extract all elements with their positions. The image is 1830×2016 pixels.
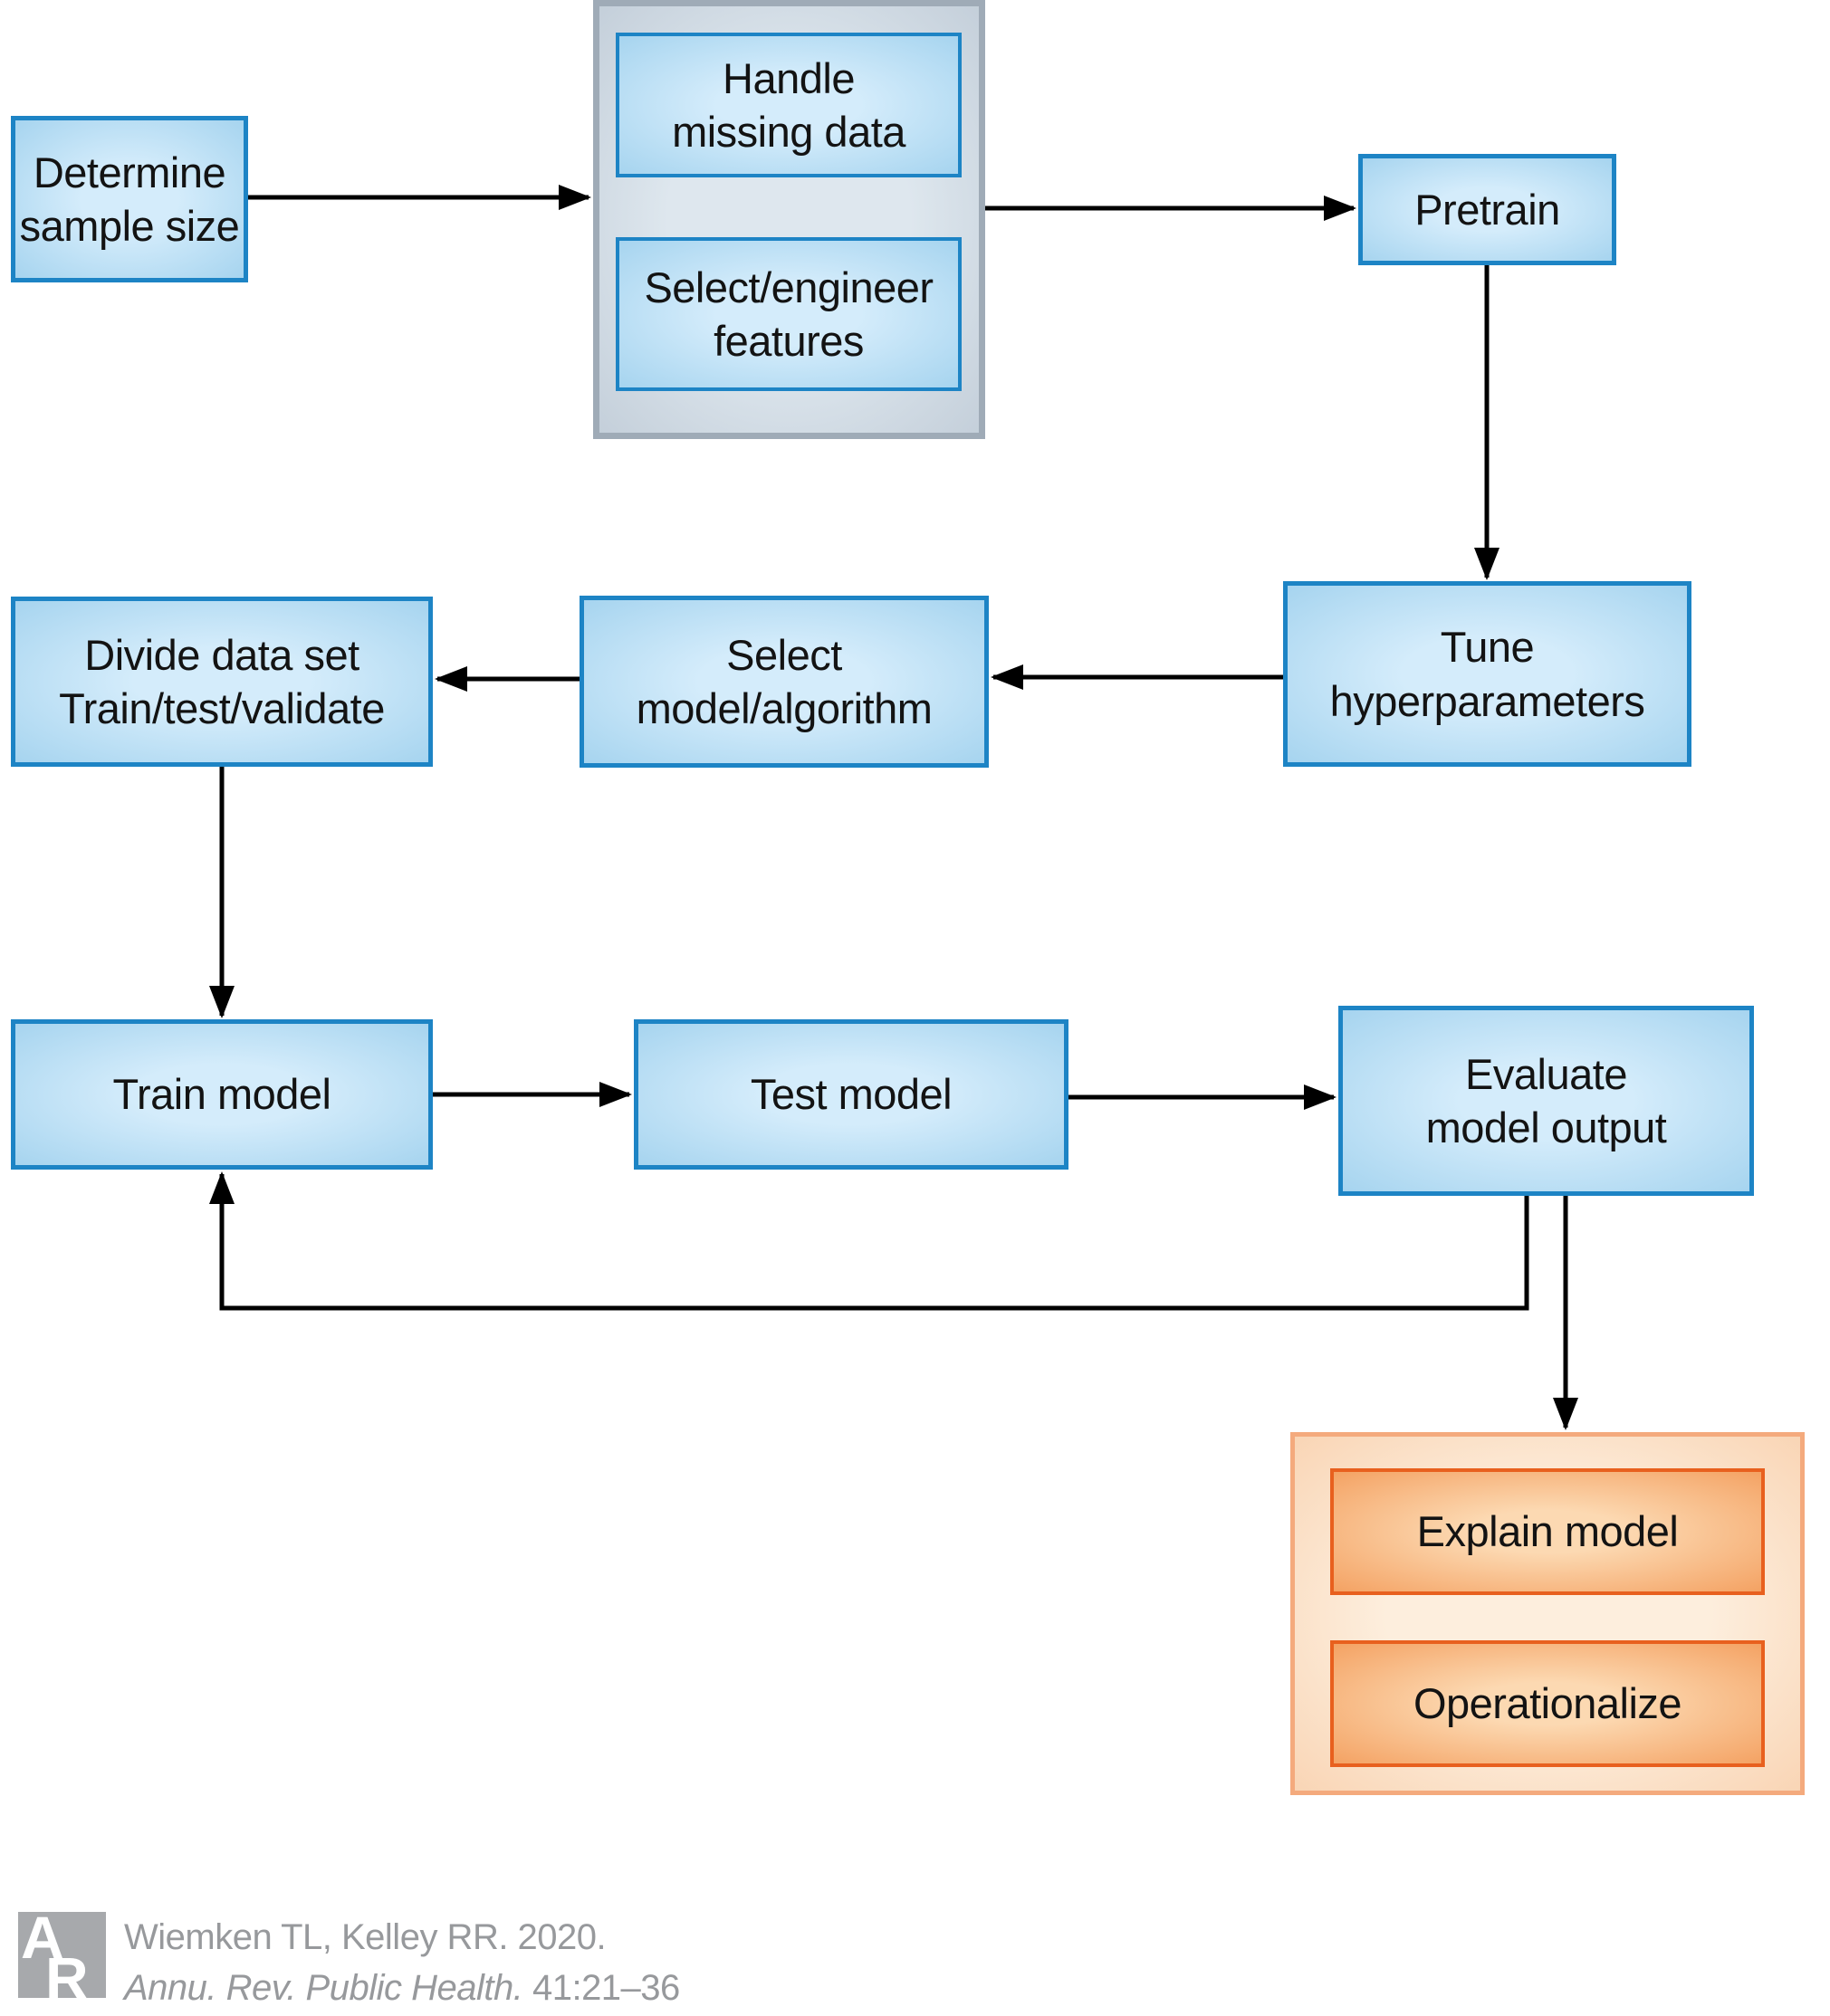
- node-train-model: Train model: [11, 1019, 433, 1170]
- annual-reviews-logo-icon: A R: [18, 1912, 106, 1998]
- node-select-engineer-features: Select/engineer features: [616, 237, 962, 391]
- citation-source: Annu. Rev. Public Health. 41:21–36: [124, 1963, 680, 2013]
- citation-authors: Wiemken TL, Kelley RR. 2020.: [124, 1917, 607, 1957]
- node-select-model-algorithm: Select model/algorithm: [580, 596, 989, 768]
- node-tune-hyperparameters: Tune hyperparameters: [1283, 581, 1691, 767]
- citation-journal: Annu. Rev. Public Health.: [124, 1968, 523, 2008]
- logo-letter-r: R: [45, 1944, 89, 1998]
- node-explain-model: Explain model: [1330, 1468, 1765, 1595]
- arrow-evaluate-feedback-to-train: [209, 1171, 1529, 1311]
- node-test-model: Test model: [634, 1019, 1068, 1170]
- node-handle-missing-data: Handle missing data: [616, 33, 962, 177]
- node-evaluate-model-output: Evaluate model output: [1338, 1006, 1754, 1196]
- attribution-footer: A R Wiemken TL, Kelley RR. 2020. Annu. R…: [18, 1912, 680, 2013]
- logo-letter-a: A: [21, 1912, 64, 1971]
- node-operationalize: Operationalize: [1330, 1640, 1765, 1767]
- node-pretrain: Pretrain: [1358, 154, 1616, 265]
- citation-pages: 41:21–36: [522, 1968, 680, 2008]
- citation-text: Wiemken TL, Kelley RR. 2020. Annu. Rev. …: [124, 1912, 680, 2013]
- node-divide-data-set: Divide data set Train/test/validate: [11, 597, 433, 767]
- node-determine-sample-size: Determine sample size: [11, 116, 248, 282]
